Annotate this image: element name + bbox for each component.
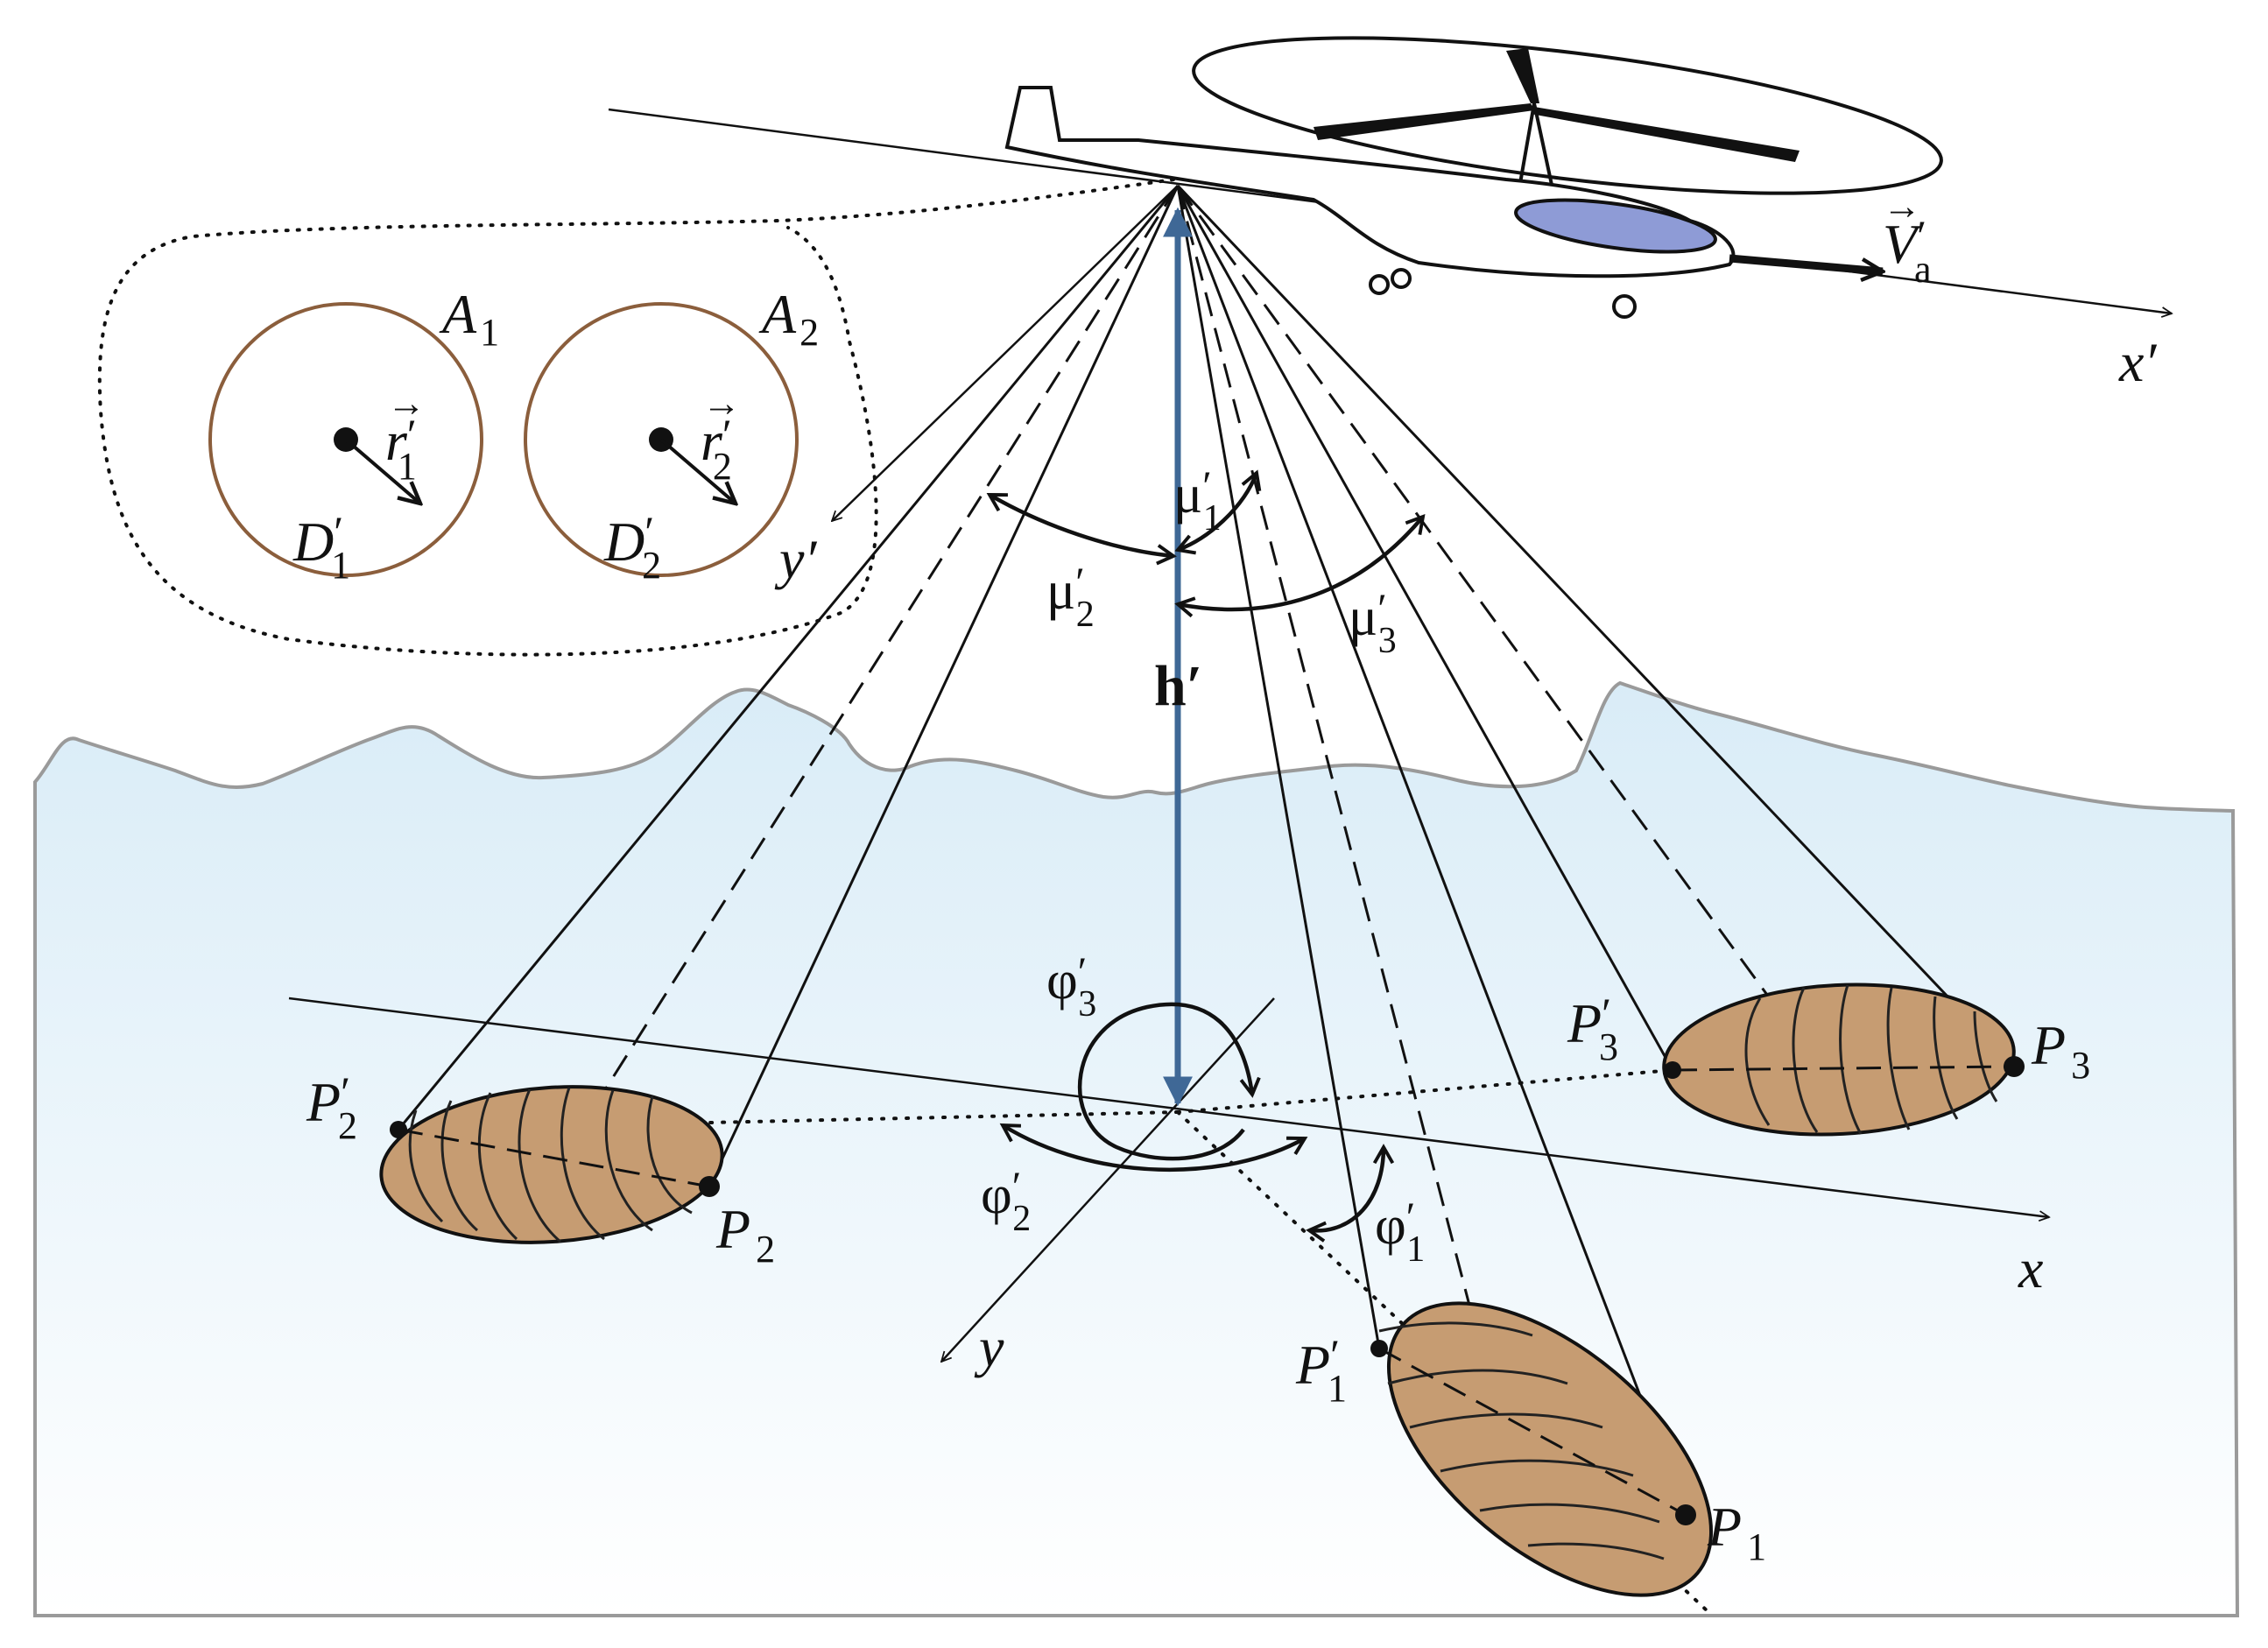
point-p3 — [2004, 1056, 2025, 1077]
angle-arc-phi2 — [999, 1123, 1308, 1173]
label-phi1: φ′1 — [1375, 1194, 1425, 1270]
label-x-prime: x′ — [2118, 331, 2157, 393]
angle-arc-phi3 — [1077, 1002, 1261, 1161]
label-a1: A1 — [439, 283, 499, 354]
label-mu2: μ′2 — [1046, 560, 1095, 635]
spot-p1 — [1378, 1301, 1714, 1597]
projection-p1 — [1176, 1110, 1709, 1613]
label-r2-vec: → — [702, 382, 741, 425]
label-y-prime: y′ — [774, 528, 817, 590]
label-p1-prime: P′1 — [1295, 1330, 1347, 1410]
label-p3-prime: P′3 — [1567, 989, 1618, 1068]
angle-arc-mu2 — [986, 493, 1177, 566]
label-va-vec: → — [1883, 185, 1921, 228]
label-y: y — [974, 1316, 1004, 1378]
label-a2: A2 — [758, 283, 819, 354]
y-prime-axis — [832, 185, 1179, 521]
spot-points — [390, 1056, 2025, 1525]
projection-p3 — [1176, 1068, 1674, 1114]
point-p3-prime — [1664, 1061, 1681, 1079]
label-d1: D′1 — [292, 507, 350, 587]
antenna-boundary — [97, 178, 1175, 657]
point-p1-prime — [1370, 1340, 1388, 1357]
label-x: x — [2018, 1237, 2043, 1299]
label-va: V′a — [1883, 211, 1932, 291]
label-h: h′ — [1154, 654, 1202, 718]
label-r1: r′1 — [385, 410, 417, 488]
label-r2: r′2 — [701, 410, 732, 488]
label-d2: D′2 — [603, 507, 661, 587]
point-p2-prime — [390, 1121, 407, 1138]
label-mu1: μ′1 — [1173, 463, 1222, 539]
point-p1 — [1675, 1504, 1696, 1525]
label-phi2: φ′2 — [981, 1164, 1031, 1239]
x-axis — [288, 997, 2049, 1217]
angle-arc-mu3 — [1174, 513, 1426, 618]
spot-p2 — [379, 1085, 724, 1244]
label-phi3: φ′3 — [1046, 949, 1096, 1025]
aperture-a2 — [524, 302, 799, 577]
label-mu3: μ′3 — [1349, 586, 1397, 661]
point-p2 — [699, 1176, 720, 1197]
helicopter-icon — [1004, 36, 1943, 319]
y-axis — [941, 997, 1275, 1362]
spot-p3 — [1662, 982, 2016, 1137]
angle-arc-phi1 — [1306, 1144, 1395, 1243]
label-p2-prime: P′2 — [306, 1067, 357, 1147]
label-r1-vec: → — [387, 382, 426, 425]
velocity-vector — [1729, 254, 1883, 271]
aperture-a1 — [208, 302, 483, 577]
